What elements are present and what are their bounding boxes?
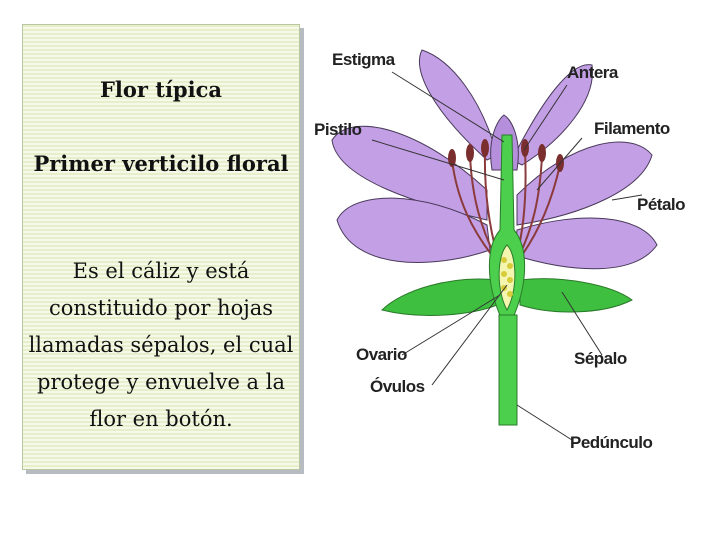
label-estigma: Estigma xyxy=(332,50,396,69)
label-antera: Antera xyxy=(567,63,619,82)
text-panel: Flor típica Primer verticilo floral Es e… xyxy=(22,24,300,470)
label-sepalo: Sépalo xyxy=(574,349,627,368)
petal-left-lower xyxy=(336,197,491,263)
label-ovulos: Óvulos xyxy=(370,377,425,396)
petal-right-upper xyxy=(516,141,653,226)
label-peduncul: Pedúnculo xyxy=(570,433,653,452)
panel-title: Flor típica xyxy=(99,77,222,102)
peduncle xyxy=(498,314,518,426)
label-ovario: Ovario xyxy=(356,345,407,364)
panel-body: Es el cáliz y está constituido por hojas… xyxy=(28,259,294,431)
petal-back-left xyxy=(419,49,498,161)
leader-lines xyxy=(371,71,643,441)
petal-back-right xyxy=(511,64,593,166)
ovules xyxy=(501,257,513,297)
label-pistilo: Pistilo xyxy=(314,120,362,139)
label-filamento: Filamento xyxy=(594,119,670,138)
sepal-right xyxy=(519,278,633,313)
petal-right-lower xyxy=(513,217,658,270)
panel-subtitle: Primer verticilo floral xyxy=(33,151,289,176)
sepal-left xyxy=(381,278,498,316)
label-petalo: Pétalo xyxy=(637,195,685,214)
flower-diagram: Estigma Pistilo Antera Filamento Pétalo … xyxy=(314,49,686,452)
